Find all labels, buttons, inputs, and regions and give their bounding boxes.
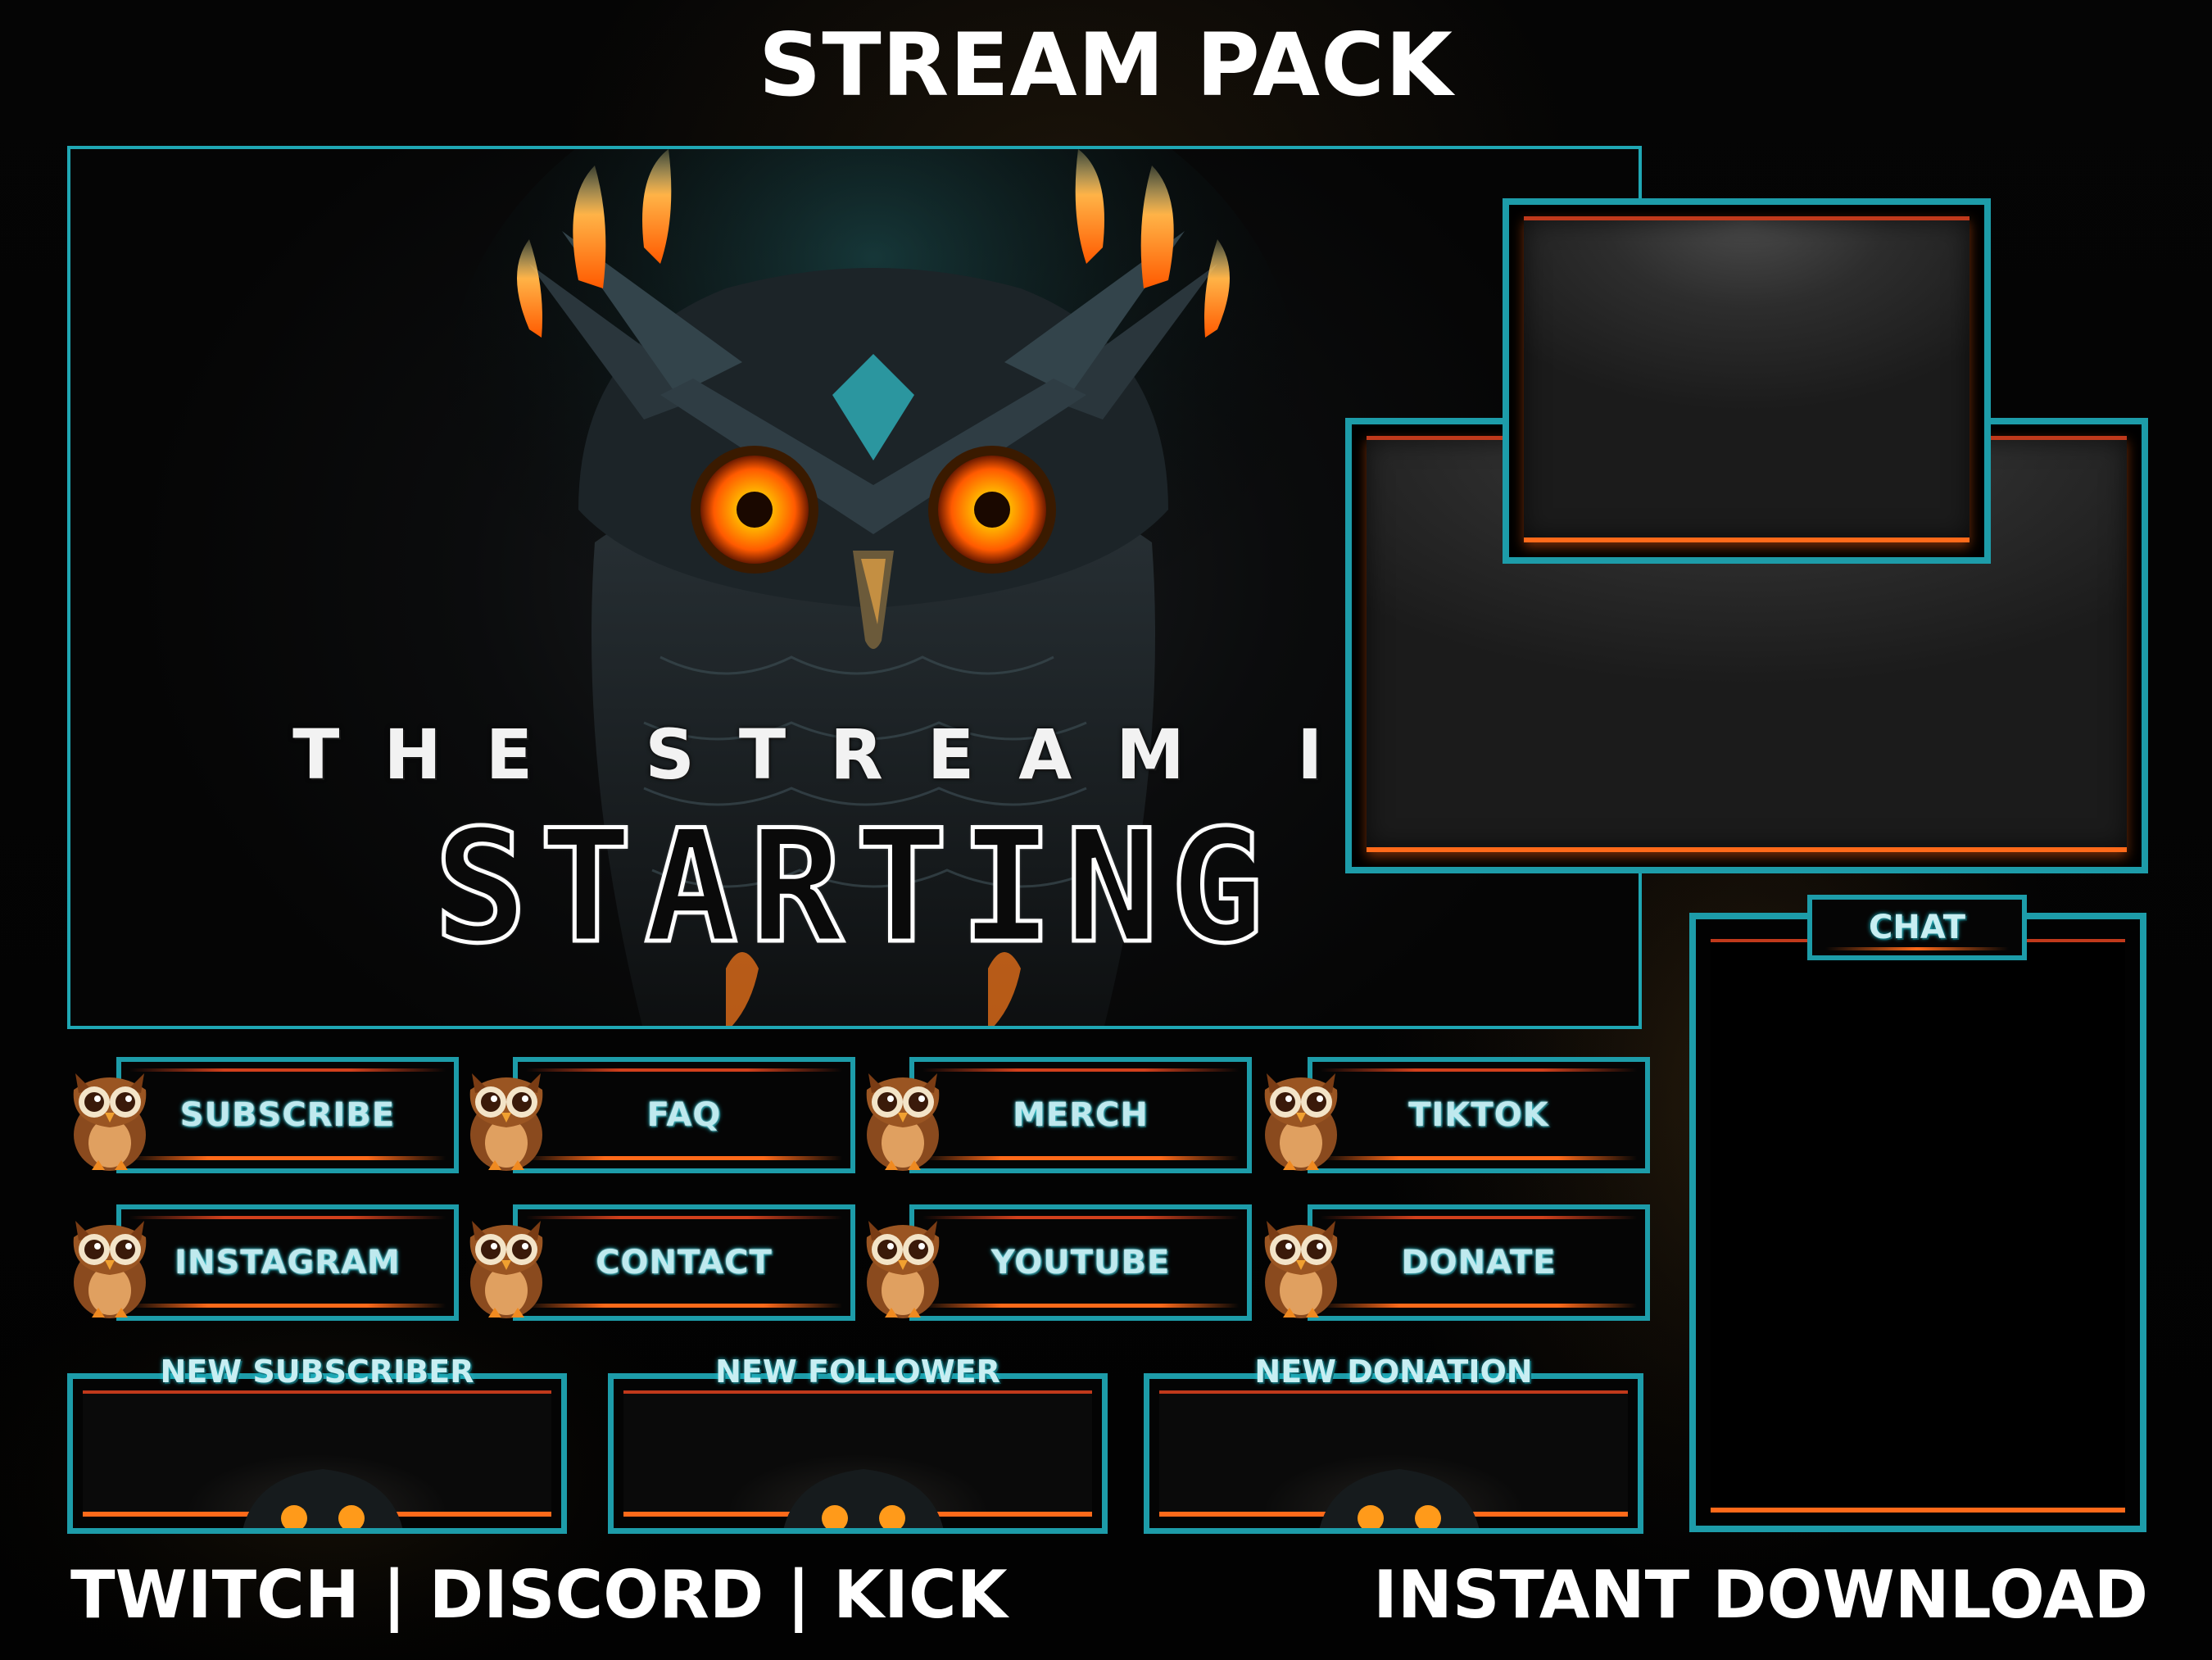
panel-box: [513, 1057, 855, 1173]
chat-label: CHAT: [1807, 895, 2027, 960]
panel-box: [116, 1204, 459, 1321]
owl-icon: [464, 1204, 549, 1324]
chat-frame-inner: [1711, 939, 2125, 1513]
panel-label: SUBSCRIBE: [179, 1096, 396, 1134]
owl-icon: [1258, 1057, 1344, 1177]
panel-donate: DONATE: [1258, 1204, 1650, 1321]
panel-tiktok: TIKTOK: [1258, 1057, 1650, 1173]
alert-owl-icon: [1319, 1469, 1480, 1528]
panel-label: CONTACT: [596, 1244, 773, 1281]
owl-icon: [67, 1204, 152, 1324]
owl-illustration: [447, 149, 1299, 1026]
panel-box: [909, 1204, 1252, 1321]
panel-box: [909, 1057, 1252, 1173]
alert-owl-icon: [243, 1469, 403, 1528]
panel-label: MERCH: [1013, 1096, 1149, 1134]
alert-new-follower: [608, 1373, 1108, 1534]
panel-label: TIKTOK: [1408, 1096, 1549, 1134]
panel-faq: FAQ: [464, 1057, 855, 1173]
panel-box: [513, 1204, 855, 1321]
owl-icon: [860, 1057, 945, 1177]
alert-title-new-subscriber: NEW SUBSCRIBER: [160, 1354, 474, 1390]
panel-youtube: YOUTUBE: [860, 1204, 1252, 1321]
panel-label: FAQ: [646, 1096, 722, 1134]
panel-label: DONATE: [1401, 1244, 1557, 1281]
chat-frame: [1689, 913, 2146, 1532]
owl-icon: [1258, 1204, 1344, 1324]
alert-owl-icon: [783, 1469, 944, 1528]
panel-label: INSTAGRAM: [175, 1244, 401, 1281]
panel-merch: MERCH: [860, 1057, 1252, 1173]
alert-title-new-donation: NEW DONATION: [1254, 1354, 1533, 1390]
starting-screen-preview: THE STREAM IS STARTING: [67, 146, 1642, 1029]
webcam-frame-small-inner: [1524, 216, 1969, 542]
webcam-frame-small: [1503, 198, 1991, 564]
panel-label: YOUTUBE: [990, 1244, 1171, 1281]
panel-instagram: INSTAGRAM: [67, 1204, 459, 1321]
owl-icon: [860, 1204, 945, 1324]
alert-new-donation: [1144, 1373, 1643, 1534]
starting-line-2: STARTING: [432, 795, 1276, 980]
footer-download: INSTANT DOWNLOAD: [1373, 1557, 2148, 1633]
starting-line-1: THE STREAM IS: [292, 714, 1461, 795]
owl-icon: [67, 1057, 152, 1177]
alert-new-subscriber: [67, 1373, 567, 1534]
page-title: STREAM PACK: [758, 15, 1454, 116]
footer-platforms: TWITCH | DISCORD | KICK: [70, 1557, 1008, 1633]
alert-title-new-follower: NEW FOLLOWER: [715, 1354, 1000, 1390]
owl-icon: [464, 1057, 549, 1177]
panel-contact: CONTACT: [464, 1204, 855, 1321]
panel-subscribe: SUBSCRIBE: [67, 1057, 459, 1173]
panel-box: [116, 1057, 459, 1173]
